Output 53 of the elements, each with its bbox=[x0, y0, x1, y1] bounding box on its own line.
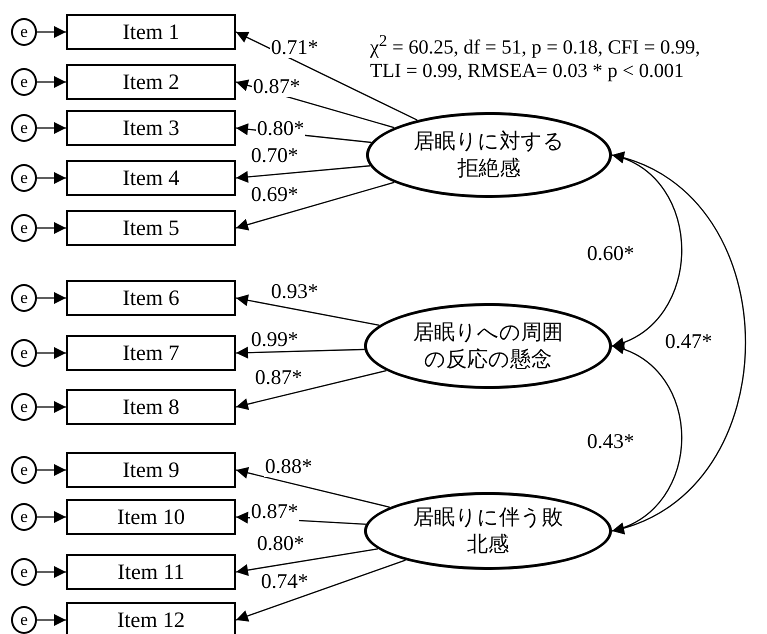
error-circle: e bbox=[11, 456, 37, 484]
arrow bbox=[236, 165, 370, 183]
arrow bbox=[236, 346, 364, 359]
arrow bbox=[37, 347, 66, 359]
latent-variable-ellipse: 居眠りへの周囲の反応の懸念 bbox=[364, 303, 612, 389]
item-box: Item 7 bbox=[66, 335, 236, 371]
arrow bbox=[236, 370, 386, 410]
arrow bbox=[236, 548, 378, 576]
arrow bbox=[37, 292, 66, 304]
error-circle: e bbox=[11, 18, 37, 46]
item-box: Item 3 bbox=[66, 110, 236, 146]
arrow bbox=[37, 122, 66, 134]
arrow bbox=[37, 172, 66, 184]
arrow bbox=[612, 153, 682, 348]
error-circle: e bbox=[11, 68, 37, 96]
item-box: Item 4 bbox=[66, 160, 236, 196]
error-circle: e bbox=[11, 164, 37, 192]
arrow bbox=[37, 26, 66, 38]
arrow bbox=[612, 344, 682, 533]
error-circle: e bbox=[11, 558, 37, 586]
error-circle: e bbox=[11, 606, 37, 634]
item-box: Item 6 bbox=[66, 280, 236, 316]
fit-statistics-text: χ$^{2}$ = 60.25, df = 51, p = 0.18, CFI = 0.99, bbox=[370, 30, 700, 59]
item-box: Item 10 bbox=[66, 499, 236, 535]
arrow bbox=[236, 560, 406, 622]
latent-variable-ellipse: 居眠りに対する拒絶感 bbox=[366, 112, 612, 198]
arrow bbox=[37, 464, 66, 476]
item-box: Item 9 bbox=[66, 452, 236, 488]
item-box: Item 12 bbox=[66, 602, 236, 634]
error-circle: e bbox=[11, 393, 37, 421]
fit-statistics-text: TLI = 0.99, RMSEA= 0.03 * p < 0.001 bbox=[370, 60, 684, 82]
arrow bbox=[37, 566, 66, 578]
arrow bbox=[37, 76, 66, 88]
item-box: Item 8 bbox=[66, 389, 236, 425]
arrow bbox=[612, 153, 746, 533]
error-circle: e bbox=[11, 114, 37, 142]
item-box: Item 11 bbox=[66, 554, 236, 590]
error-circle: e bbox=[11, 503, 37, 531]
arrow bbox=[236, 31, 418, 121]
error-circle: e bbox=[11, 214, 37, 242]
item-box: Item 5 bbox=[66, 210, 236, 246]
arrow bbox=[37, 614, 66, 626]
arrow bbox=[37, 401, 66, 413]
error-circle: e bbox=[11, 284, 37, 312]
arrow bbox=[37, 222, 66, 234]
arrow bbox=[37, 511, 66, 523]
arrow bbox=[236, 294, 380, 326]
latent-variable-ellipse: 居眠りに伴う敗北感 bbox=[364, 492, 612, 570]
item-box: Item 1 bbox=[66, 14, 236, 50]
error-circle: e bbox=[11, 339, 37, 367]
arrow bbox=[236, 182, 394, 230]
arrow bbox=[236, 467, 390, 508]
item-box: Item 2 bbox=[66, 64, 236, 100]
